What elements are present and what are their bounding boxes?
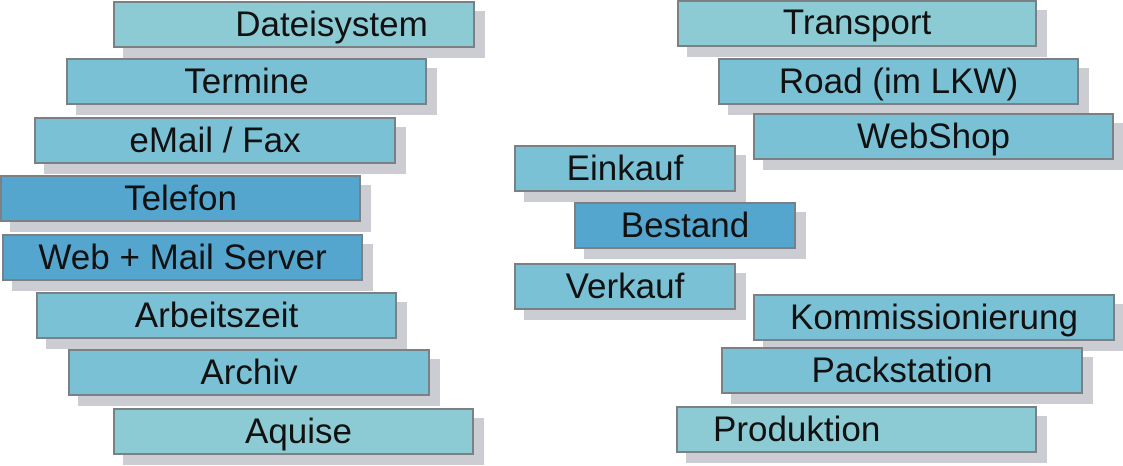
box-label: Bestand <box>620 206 750 245</box>
box-dateisystem: Dateisystem <box>113 1 475 48</box>
box-webshop: WebShop <box>753 113 1114 160</box>
box-label: Transport <box>782 3 932 42</box>
box-label: Produktion <box>713 410 881 449</box>
box-label: Archiv <box>200 353 298 392</box>
box-verkauf: Verkauf <box>514 263 736 310</box>
box-kommissionierung: Kommissionierung <box>753 294 1115 341</box>
box-label: Termine <box>184 62 309 101</box>
box-label: Aquise <box>244 412 353 451</box>
box-einkauf: Einkauf <box>514 145 736 192</box>
box-telefon: Telefon <box>0 175 361 222</box>
box-bestand: Bestand <box>574 202 796 249</box>
box-label: Arbeitszeit <box>134 296 299 335</box>
box-label: Dateisystem <box>235 5 428 44</box>
box-label: Einkauf <box>566 149 684 188</box>
box-produktion: Produktion <box>676 406 1037 453</box>
box-transport: Transport <box>677 0 1037 47</box>
box-email-fax: eMail / Fax <box>34 117 396 164</box>
box-arbeitszeit: Arbeitszeit <box>36 292 397 339</box>
box-archiv: Archiv <box>68 349 430 396</box>
box-label: Kommissionierung <box>790 298 1078 337</box>
box-label: eMail / Fax <box>129 121 301 160</box>
box-termine: Termine <box>66 58 427 105</box>
box-label: WebShop <box>856 117 1011 156</box>
box-packstation: Packstation <box>721 347 1083 394</box>
box-web-mail-server: Web + Mail Server <box>2 234 363 281</box>
box-aquise: Aquise <box>113 408 474 455</box>
box-label: Packstation <box>811 351 993 390</box>
box-label: Verkauf <box>565 267 685 306</box>
box-label: Telefon <box>124 179 237 218</box>
box-label: Web + Mail Server <box>38 238 327 277</box>
box-road-im-lkw: Road (im LKW) <box>718 58 1079 105</box>
box-label: Road (im LKW) <box>778 62 1019 101</box>
